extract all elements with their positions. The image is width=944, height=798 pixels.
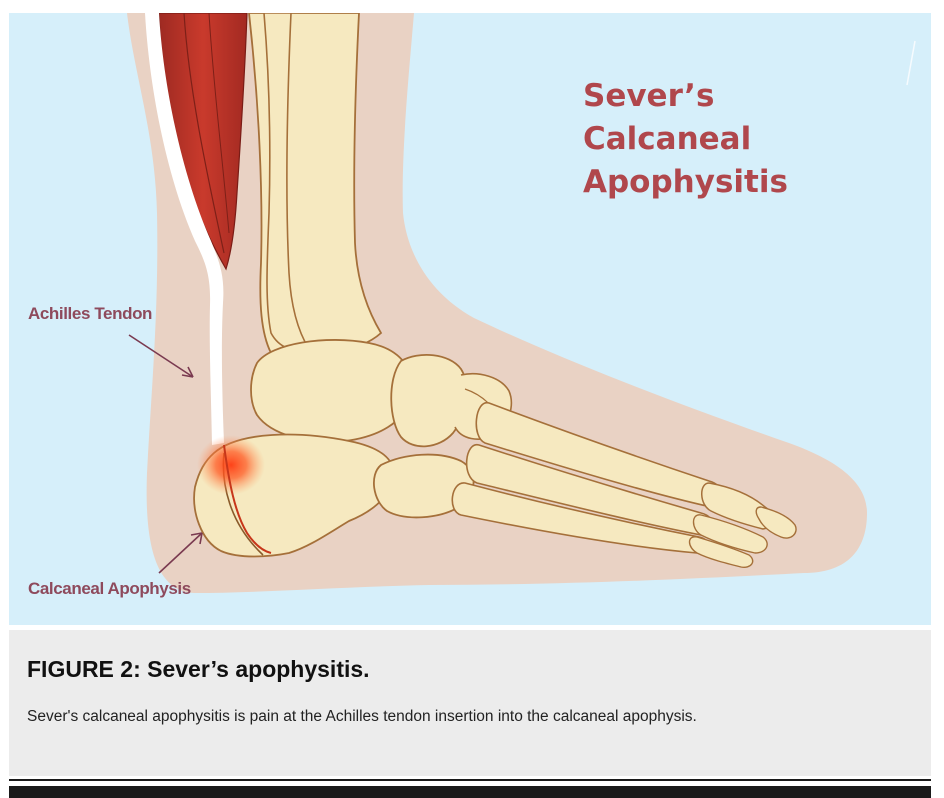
figure-caption-title: FIGURE 2: Sever’s apophysitis. bbox=[27, 656, 370, 682]
image-title-line-1: Sever’s bbox=[583, 78, 714, 114]
achilles-pointer-arrow bbox=[128, 334, 194, 378]
figure-caption-text: Sever's calcaneal apophysitis is pain at… bbox=[27, 708, 697, 725]
toe-phalanges bbox=[701, 482, 773, 530]
apophysis-pointer-arrow bbox=[158, 532, 203, 574]
talus-bone bbox=[250, 339, 414, 443]
inflammation-highlight bbox=[197, 435, 265, 495]
figure-caption: FIGURE 2: Sever’s apophysitis. Sever's c… bbox=[9, 630, 931, 776]
calcaneal-apophysis-label: Calcaneal Apophysis bbox=[28, 579, 191, 598]
image-title-line-3: Apophysitis bbox=[583, 164, 788, 200]
navicular-bone bbox=[390, 354, 468, 448]
figure-illustration: Sever’s Calcaneal Apophysitis Achilles T… bbox=[9, 13, 931, 625]
image-title-line-2: Calcaneal bbox=[583, 121, 751, 157]
achilles-tendon bbox=[145, 13, 224, 445]
bottom-divider-thick bbox=[9, 786, 931, 798]
bottom-divider bbox=[9, 779, 931, 781]
achilles-tendon-label: Achilles Tendon bbox=[28, 304, 152, 323]
